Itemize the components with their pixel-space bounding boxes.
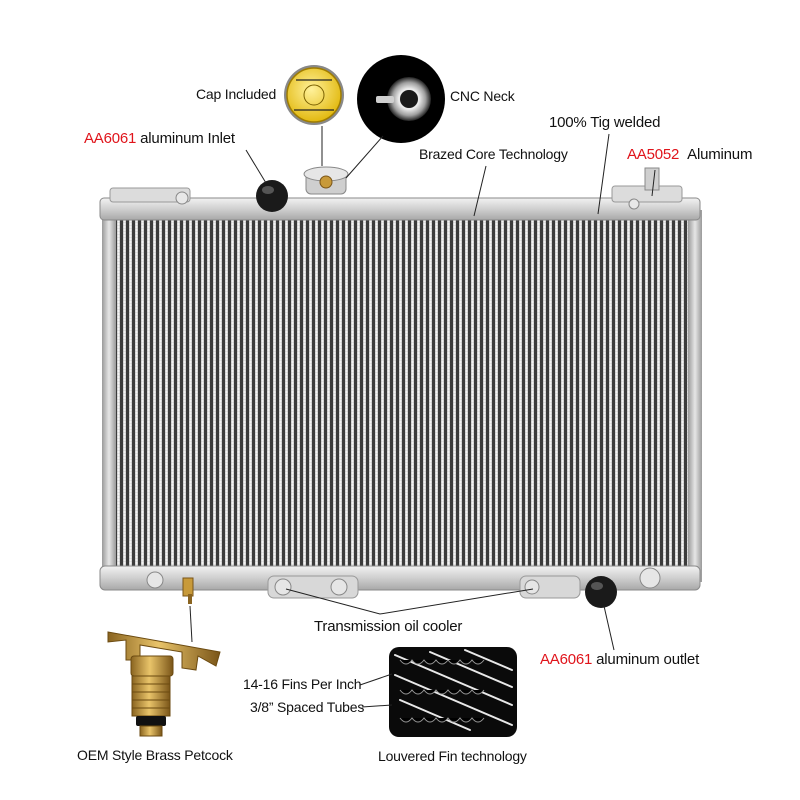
- radiator-core: [111, 217, 693, 571]
- transmission-cooler-label: Transmission oil cooler: [314, 618, 463, 635]
- brazed-core-label: Brazed Core Technology: [419, 146, 568, 162]
- outlet-description: aluminum outlet: [596, 651, 700, 668]
- outlet-material-code: AA6061: [540, 651, 593, 668]
- drain-fitting: [182, 577, 194, 604]
- outlet-pipe: [585, 576, 617, 608]
- tig-welded-label: 100% Tig welded: [549, 114, 661, 131]
- cap-included-label: Cap Included: [196, 86, 277, 102]
- left-side-rail: [102, 210, 116, 582]
- tank-material-label: AA5052 Aluminum: [627, 146, 752, 163]
- top-tank: [99, 167, 701, 221]
- brass-petcock-photo: [107, 631, 221, 737]
- inlet-label: AA6061 aluminum Inlet: [84, 130, 235, 147]
- inlet-description: aluminum Inlet: [140, 130, 235, 147]
- bottom-tank: [99, 565, 701, 599]
- petcock-label: OEM Style Brass Petcock: [77, 747, 233, 763]
- inlet-material-code: AA6061: [84, 130, 137, 147]
- spaced-tubes-label: 3/8” Spaced Tubes: [250, 699, 365, 715]
- radiator-cap-photo: [284, 65, 344, 125]
- outlet-label: AA6061 aluminum outlet: [540, 651, 699, 668]
- louvered-fin-label: Louvered Fin technology: [378, 748, 527, 764]
- callout-lines: [189, 126, 656, 708]
- tank-material-text: Aluminum: [687, 146, 753, 163]
- cnc-neck-label: CNC Neck: [450, 88, 515, 104]
- cnc-neck-photo: [357, 55, 445, 143]
- louvered-fin-photo: [389, 647, 517, 737]
- filler-neck: [303, 166, 349, 195]
- fins-per-inch-label: 14-16 Fins Per Inch: [243, 676, 362, 692]
- right-side-rail: [688, 210, 702, 582]
- tank-material-code: AA5052: [627, 146, 680, 163]
- inlet-pipe: [256, 180, 288, 212]
